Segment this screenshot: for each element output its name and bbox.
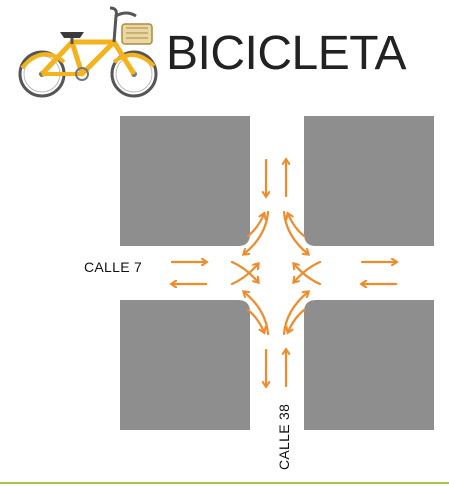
- arrow-icon: [246, 308, 264, 332]
- arrow-icon: [294, 264, 322, 286]
- arrow-icon: [282, 210, 308, 254]
- city-block-bottom-left: [120, 300, 250, 430]
- street-label-calle-38: CALLE 38: [276, 403, 292, 470]
- arrow-icon: [244, 292, 270, 336]
- bicycle-icon: [18, 6, 158, 98]
- city-block-top-left: [120, 116, 250, 246]
- arrow-icon: [246, 214, 264, 238]
- arrow-icon: [282, 292, 308, 336]
- city-block-bottom-right: [304, 300, 434, 430]
- arrow-icon: [294, 260, 322, 282]
- city-block-top-right: [304, 116, 434, 246]
- arrow-icon: [288, 308, 306, 332]
- arrow-icon: [230, 264, 258, 286]
- page-title: BICICLETA: [166, 27, 407, 80]
- arrow-icon: [230, 260, 258, 282]
- street-label-calle-7: CALLE 7: [84, 259, 143, 275]
- arrow-icon: [244, 210, 270, 254]
- arrow-icon: [288, 214, 306, 238]
- bottom-divider: [0, 482, 449, 484]
